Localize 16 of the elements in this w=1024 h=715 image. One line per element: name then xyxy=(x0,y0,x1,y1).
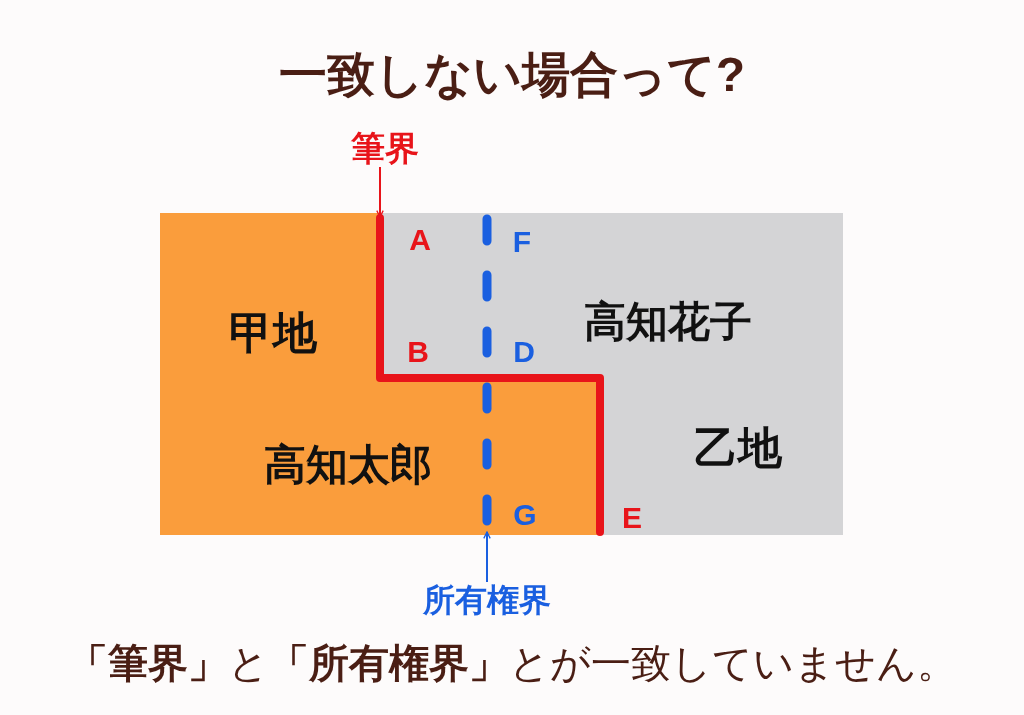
owner-name: 高知花子 xyxy=(584,301,752,343)
point-label: B xyxy=(407,337,429,367)
title: 一致しない場合って? xyxy=(278,51,746,99)
point-label: G xyxy=(513,500,537,530)
caption-sentence: 「筆界」と「所有権界」とが一致していません。 xyxy=(67,643,957,683)
parcel-name: 甲地 xyxy=(229,311,317,355)
parcel-name: 乙地 xyxy=(694,426,782,470)
boundary-label: 筆界 xyxy=(351,131,419,165)
boundary-label: 所有権界 xyxy=(423,584,551,616)
point-label: D xyxy=(513,337,535,367)
point-label: E xyxy=(622,503,642,533)
owner-name: 高知太郎 xyxy=(264,444,432,486)
point-label: A xyxy=(409,225,431,255)
point-label: F xyxy=(512,227,532,257)
leader-arrow xyxy=(376,166,384,218)
leader-arrow xyxy=(483,531,491,583)
